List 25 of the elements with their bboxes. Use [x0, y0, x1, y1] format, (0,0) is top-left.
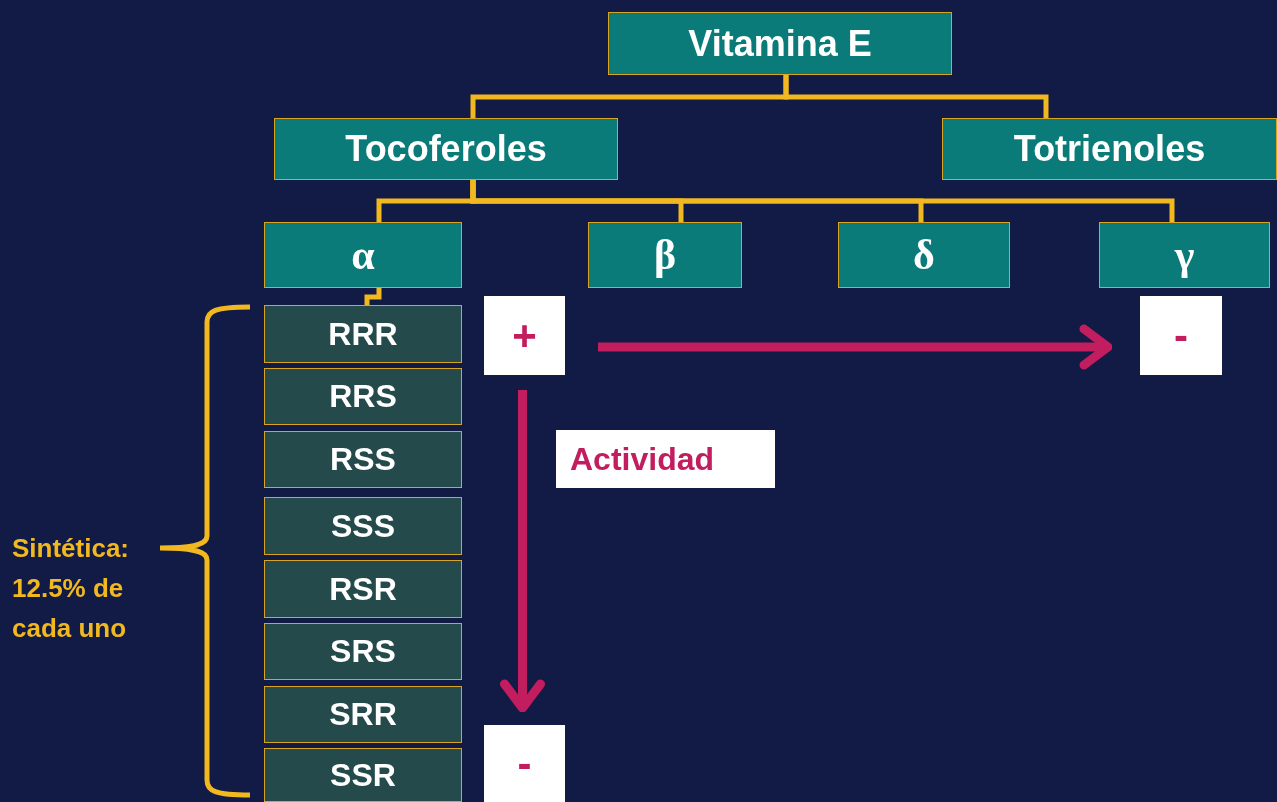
- stereoisomer-box: RSR: [264, 560, 462, 618]
- isomer-box: δ: [838, 222, 1010, 288]
- arrow: [598, 324, 1113, 370]
- stereoisomer-box: SRS: [264, 623, 462, 680]
- label-box: Actividad: [556, 430, 775, 488]
- connector-line: [364, 288, 382, 305]
- annotation-text: Sintética: 12.5% de cada uno: [12, 532, 131, 645]
- isomer-box: α: [264, 222, 462, 288]
- isomer-box: β: [588, 222, 742, 288]
- isomer-box: γ: [1099, 222, 1270, 288]
- stereoisomer-box: RSS: [264, 431, 462, 488]
- connector-line: [470, 180, 1175, 222]
- stereoisomer-box: SRR: [264, 686, 462, 743]
- stereoisomer-box: RRS: [264, 368, 462, 425]
- category-box: Tocoferoles: [274, 118, 618, 180]
- sign-box: +: [484, 296, 565, 375]
- stereoisomer-box: SSS: [264, 497, 462, 555]
- connector-line: [783, 75, 1049, 118]
- sign-box: -: [1140, 296, 1222, 375]
- stereoisomer-box: SSR: [264, 748, 462, 802]
- sign-box: -: [484, 725, 565, 802]
- stereoisomer-box: RRR: [264, 305, 462, 363]
- arrow: [500, 390, 545, 713]
- category-box: Vitamina E: [608, 12, 952, 75]
- category-box: Totrienoles: [942, 118, 1277, 180]
